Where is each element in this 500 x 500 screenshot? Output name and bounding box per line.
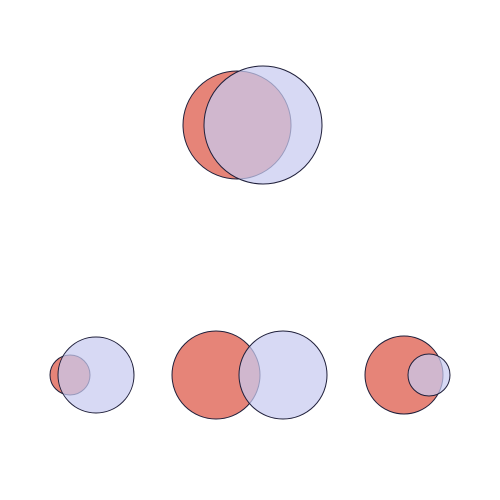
venn-top-blue-circle (203, 65, 323, 185)
venn-bottom-right-blue-circle (407, 353, 451, 397)
venn-bottom-left (49, 336, 135, 414)
venn-bottom-middle (171, 330, 328, 420)
venn-top (182, 65, 323, 185)
venn-bottom-right (364, 335, 451, 415)
venn-bottom-left-blue-circle (57, 336, 135, 414)
venn-bottom-middle-blue-circle (238, 330, 328, 420)
